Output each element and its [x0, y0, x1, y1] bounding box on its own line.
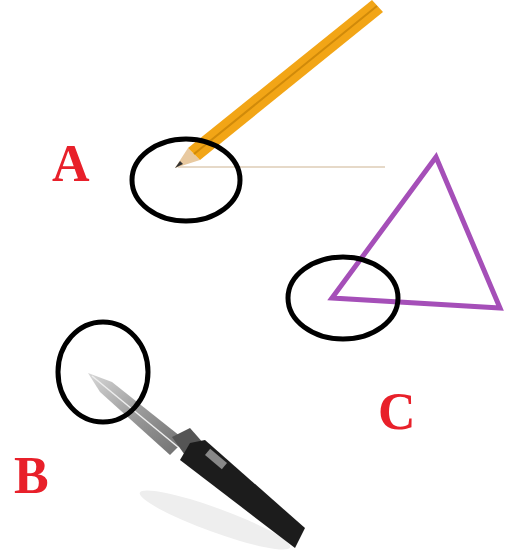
highlight-circle [288, 257, 398, 339]
point-label: A [52, 138, 90, 190]
triangle [332, 157, 500, 308]
point-label: B [14, 450, 49, 502]
point-label: C [378, 386, 416, 438]
pencil-line [178, 166, 385, 168]
knife [88, 373, 305, 559]
highlight-circle [132, 139, 240, 221]
highlight-circle [58, 322, 148, 422]
